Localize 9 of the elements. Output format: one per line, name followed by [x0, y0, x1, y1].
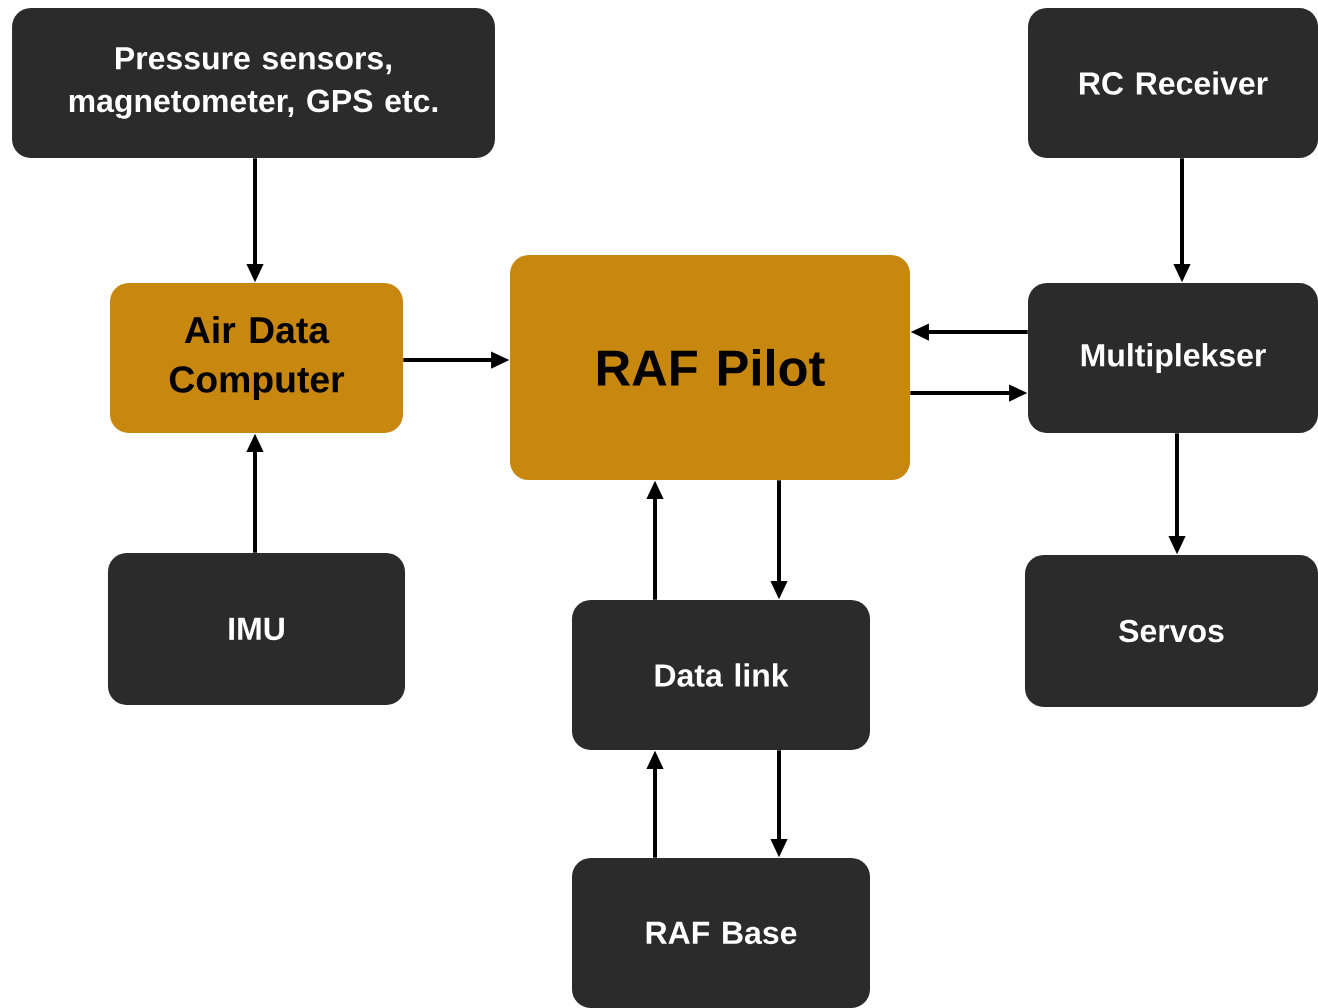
process-box: RAF Pilot — [510, 254, 910, 481]
process-box: Air Data Computer — [109, 283, 404, 433]
process-box: Pressure sensors, magnetometer, GPS etc. — [12, 8, 495, 158]
process-box: RAF Base — [572, 858, 870, 1008]
process-box: RC Receiver — [1028, 8, 1318, 158]
process-box: Servos — [1025, 555, 1318, 707]
process-box: IMU — [107, 553, 406, 705]
process-box: Multiplekser — [1028, 283, 1318, 433]
process-box: Data link — [572, 600, 870, 750]
